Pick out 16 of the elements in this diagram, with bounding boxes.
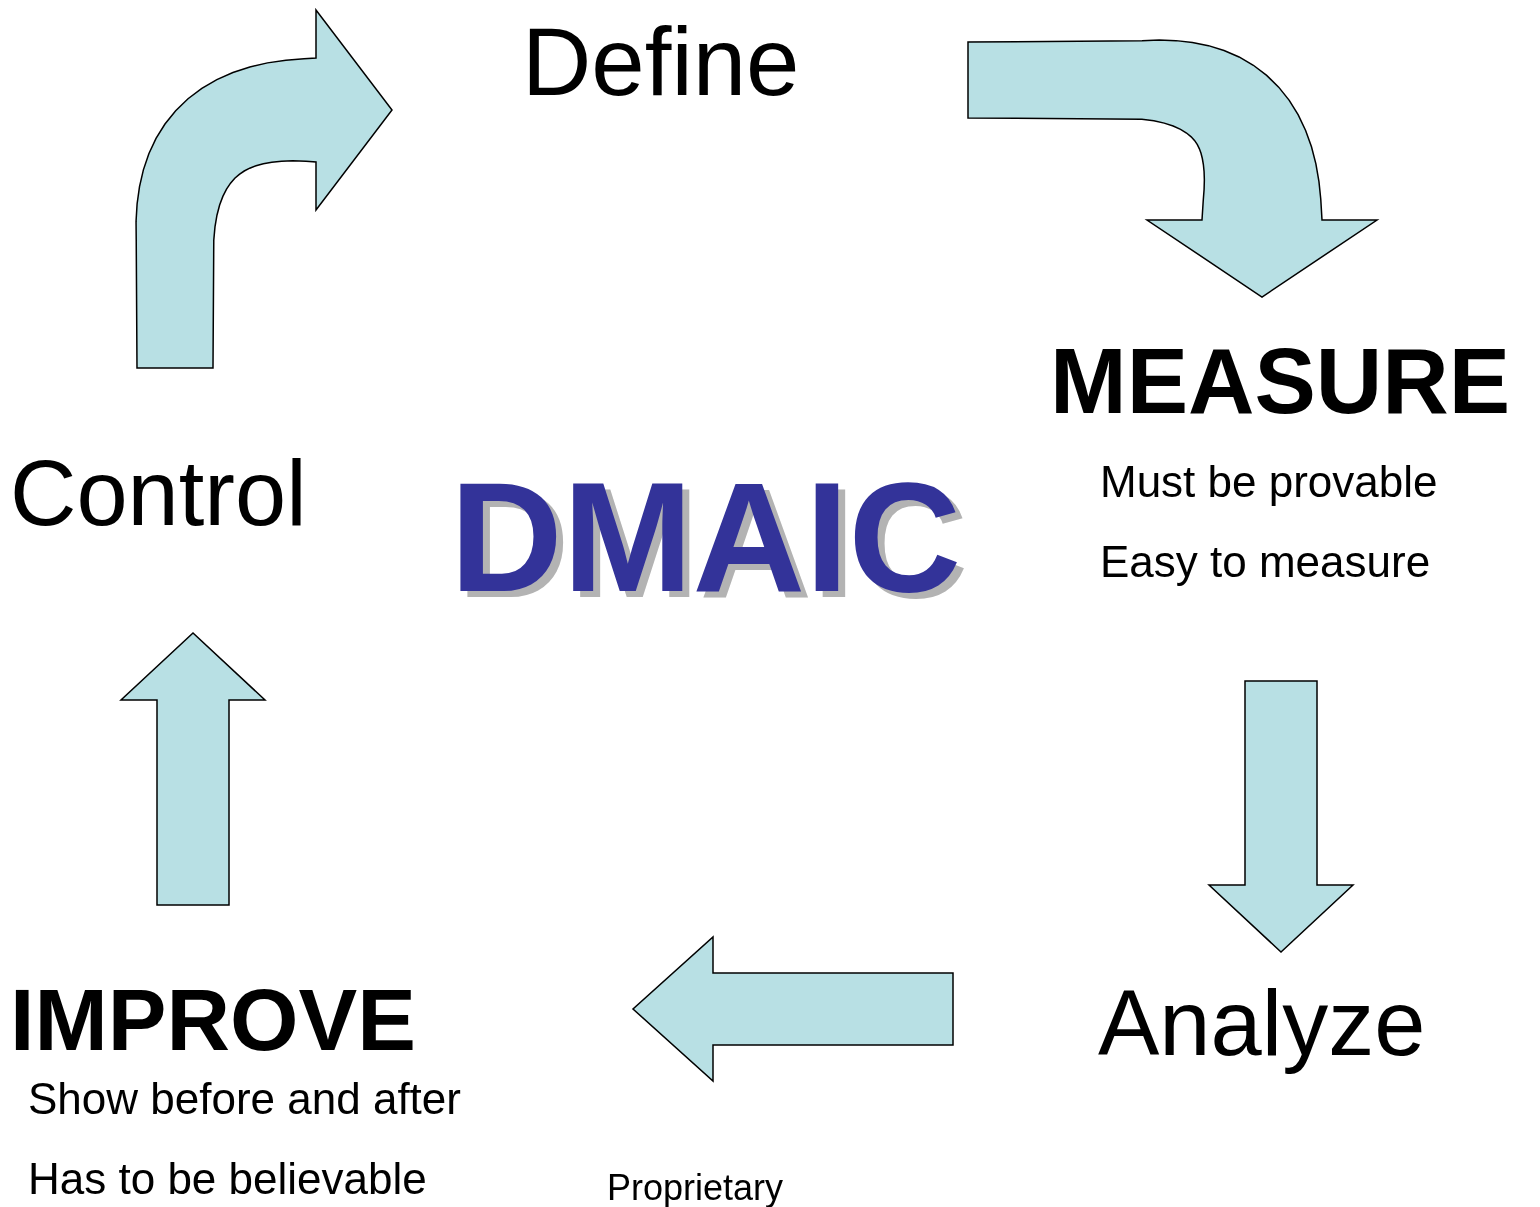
step-note: Show before and after (28, 1073, 461, 1125)
step-heading: IMPROVE (10, 969, 417, 1070)
block-arrow (135, 7, 393, 369)
step-note: Must be provable (1100, 456, 1439, 508)
step-heading: Define (522, 10, 800, 114)
step-note: Easy to measure (1100, 536, 1432, 588)
footer-note: Proprietary (607, 1170, 784, 1206)
block-arrow (1207, 680, 1355, 954)
step-heading: Analyze (1098, 971, 1426, 1076)
block-arrow (967, 39, 1380, 298)
step-heading: Control (10, 441, 307, 546)
diagram-title: DMAIC (450, 452, 962, 622)
block-arrow (119, 631, 267, 906)
block-arrow (631, 935, 954, 1083)
step-heading: MEASURE (1050, 329, 1511, 434)
step-note: Has to be believable (28, 1153, 428, 1205)
